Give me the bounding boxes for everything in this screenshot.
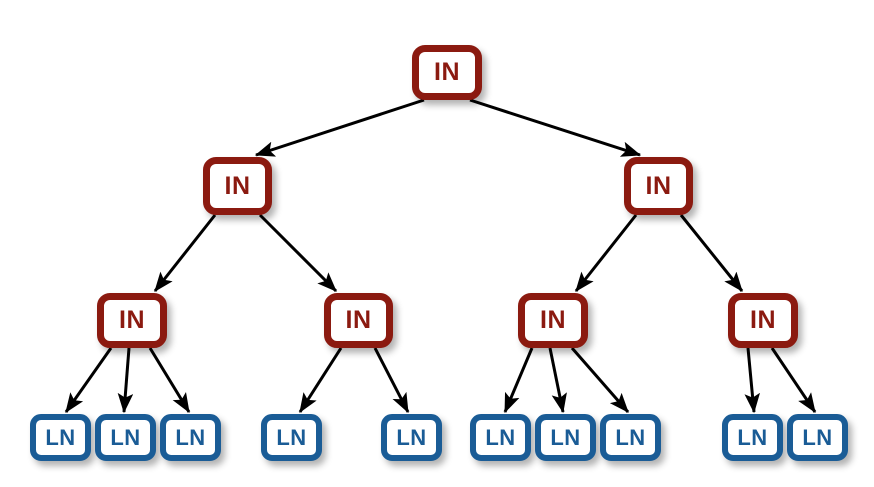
tree-edge-n0-to-n1 [254, 98, 425, 157]
tree-edge-n3-to-l3 [148, 347, 191, 414]
leaf-node-l4[interactable]: LN [261, 414, 322, 461]
tree-edge-n4-to-l4 [298, 347, 343, 414]
tree-edge-n2-to-n6 [679, 214, 744, 292]
node-label: LN [550, 424, 581, 450]
tree-edge-n3-to-l2 [117, 347, 134, 414]
node-label: LN [737, 424, 768, 450]
leaf-node-l9[interactable]: LN [722, 414, 783, 461]
leaf-node-l7[interactable]: LN [535, 414, 596, 461]
node-label: LN [175, 424, 206, 450]
tree-edge-n1-to-n4 [258, 213, 338, 293]
node-label: LN [615, 424, 646, 450]
leaf-node-l10[interactable]: LN [787, 414, 848, 461]
tree-edge-n3-to-l1 [64, 347, 113, 413]
node-label: IN [224, 171, 251, 200]
internal-node-n5[interactable]: IN [518, 293, 588, 348]
tree-edge-n6-to-l9 [744, 347, 761, 414]
tree-edge-n0-to-n2 [469, 98, 642, 157]
tree-edge-n2-to-n5 [574, 214, 638, 292]
internal-node-n3[interactable]: IN [97, 293, 167, 348]
tree-edge-n5-to-l7 [548, 347, 567, 414]
node-label: IN [645, 171, 672, 200]
internal-node-n2[interactable]: IN [624, 157, 693, 215]
internal-node-n1[interactable]: IN [203, 157, 272, 215]
node-label: IN [540, 306, 566, 334]
internal-node-n6[interactable]: IN [728, 293, 798, 348]
node-label: LN [485, 424, 516, 450]
tree-edge-n1-to-n3 [153, 214, 217, 292]
internal-node-n4[interactable]: IN [324, 293, 393, 348]
node-label: LN [276, 424, 307, 450]
leaf-node-l5[interactable]: LN [381, 414, 442, 461]
node-label: IN [434, 58, 460, 86]
node-label: LN [45, 424, 76, 450]
tree-edge-n4-to-l5 [373, 347, 410, 414]
leaf-node-l2[interactable]: LN [95, 414, 156, 461]
node-label: IN [750, 306, 776, 334]
leaf-node-l1[interactable]: LN [30, 414, 91, 461]
leaf-node-l6[interactable]: LN [470, 414, 531, 461]
internal-node-n0[interactable]: IN [412, 45, 482, 100]
tree-edge-n5-to-l8 [570, 347, 630, 413]
node-label: IN [345, 306, 372, 334]
leaf-node-l3[interactable]: LN [160, 414, 221, 461]
tree-edge-n5-to-l6 [503, 347, 534, 414]
node-label: LN [802, 424, 833, 450]
node-label: LN [110, 424, 141, 450]
node-label: IN [119, 306, 145, 334]
tree-edges [64, 98, 817, 414]
node-label: LN [396, 424, 427, 450]
leaf-node-l8[interactable]: LN [600, 414, 661, 461]
tree-edge-n6-to-l10 [770, 347, 817, 413]
